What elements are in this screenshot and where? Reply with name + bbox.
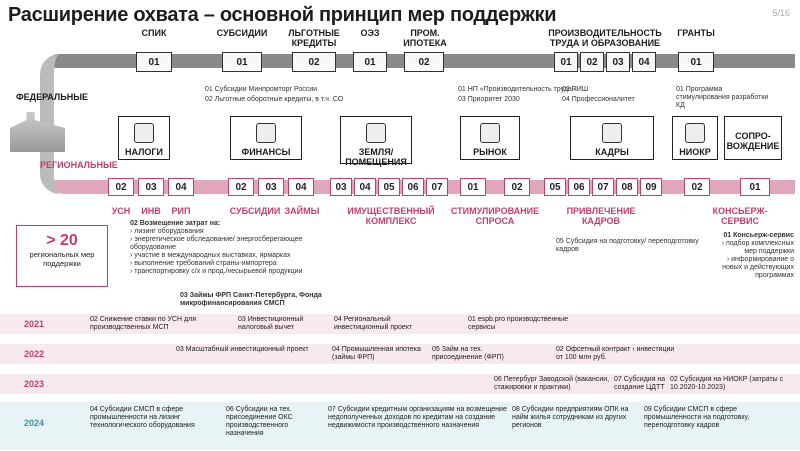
category-support: СОПРО- ВОЖДЕНИЕ (724, 116, 782, 160)
reg-code: 06 (568, 178, 590, 196)
fed-code: 02 (404, 52, 444, 72)
people-icon (602, 123, 622, 143)
concierge-note: 01 Консьерж-сервис › подбор комплексных … (716, 232, 794, 280)
fed-note: 04 Профессионалитет (562, 96, 635, 104)
fed-note: 03 Приоритет 2030 (458, 96, 520, 104)
fed-code: 01 (222, 52, 262, 72)
reg-group-label: СТИМУЛИРОВАНИЕ СПРОСА (450, 206, 540, 226)
fed-group-label: СПИК (138, 28, 170, 38)
reg-code: 03 (138, 178, 164, 196)
fed-group-label: ПРОМ. ИПОТЕКА (400, 28, 450, 48)
fed-note: 02 ПИШ (562, 86, 588, 94)
event-2022: 02 Офсетный контракт › инвестиции от 100… (556, 346, 676, 362)
fed-code: 04 (632, 52, 656, 72)
fed-group-label: СУБСИДИИ (212, 28, 272, 38)
fed-code: 02 (292, 52, 336, 72)
reg-group-label: ИМУЩЕСТВЕННЫЙ КОМПЛЕКС (336, 206, 446, 226)
reg-code: 02 (504, 178, 530, 196)
fed-code: 01 (554, 52, 578, 72)
reg-code: 01 (460, 178, 486, 196)
gear-icon (685, 123, 705, 143)
fed-note: 01 НП «Производительность труда» (458, 86, 576, 94)
event-2021: 04 Региональный инвестиционный проект (334, 316, 444, 332)
reg-code: 06 (402, 178, 424, 196)
reg-code: 08 (616, 178, 638, 196)
event-2021: 02 Снижение ставки по УСН для производст… (90, 316, 220, 332)
federal-label: ФЕДЕРАЛЬНЫЕ (16, 92, 88, 102)
building-icon (366, 123, 386, 143)
reg-code: 05 (544, 178, 566, 196)
page-number: 5/16 (772, 8, 790, 18)
reg-group-label: СУБСИДИИ (228, 206, 282, 216)
event-2024: 06 Субсидии на тех. присоединение ОКС пр… (226, 406, 326, 438)
fed-code: 01 (678, 52, 714, 72)
year-label: 2021 (24, 319, 44, 329)
category-market: РЫНОК (460, 116, 520, 160)
event-2024: 09 Субсидии СМСП в сфере промышленности … (644, 406, 794, 430)
regional-count-caption: региональных мер поддержки (17, 250, 107, 268)
reg-code: 07 (592, 178, 614, 196)
reg-code: 03 (258, 178, 284, 196)
fed-code: 03 (606, 52, 630, 72)
event-2024: 08 Субсидии предприятиям ОПК на найм жил… (512, 406, 642, 430)
fed-note: 01 Субсидии Минпромторг России (205, 86, 317, 94)
event-2023: 02 Субсидия на НИОКР (затраты с 10.2020-… (670, 376, 790, 392)
event-2022: 04 Промышленная ипотека (займы ФРП) (332, 346, 432, 362)
chart-icon (480, 123, 500, 143)
reg-code: 01 (740, 178, 770, 196)
reg-group-label: ЗАЙМЫ (282, 206, 322, 216)
reg-group-label: УСН (108, 206, 134, 216)
money-icon (256, 123, 276, 143)
category-staff: КАДРЫ (570, 116, 654, 160)
event-2021: 03 Инвестиционный налоговый вычет (238, 316, 338, 332)
category-rnd: НИОКР (672, 116, 718, 160)
category-land: ЗЕМЛЯ/ ПОМЕЩЕНИЯ (340, 116, 412, 164)
reg-code: 04 (168, 178, 194, 196)
subsidy-note: 02 Возмещение затрат на: › лизинг оборуд… (130, 220, 330, 276)
fed-note: 01 Программа стимулирования разработки К… (676, 86, 776, 110)
year-label: 2022 (24, 349, 44, 359)
reg-code: 03 (330, 178, 352, 196)
regional-label: РЕГИОНАЛЬНЫЕ (40, 160, 118, 170)
event-2024: 07 Субсидии кредитным организациям на во… (328, 406, 508, 430)
fed-group-label: ПРОИЗВОДИТЕЛЬНОСТЬ ТРУДА И ОБРАЗОВАНИЕ (540, 28, 670, 48)
reg-group-label: ПРИВЛЕЧЕНИЕ КАДРОВ (556, 206, 646, 226)
event-2023: 06 Петербург Заводской (вакансии, стажир… (494, 376, 614, 392)
year-label: 2023 (24, 379, 44, 389)
reg-group-label: РИП (168, 206, 194, 216)
event-2024: 04 Субсидии СМСП в сфере промышленности … (90, 406, 220, 430)
regional-count-box: > 20 региональных мер поддержки (16, 225, 108, 287)
reg-code: 04 (354, 178, 376, 196)
regional-count-value: > 20 (17, 232, 107, 250)
category-taxes: НАЛОГИ (118, 116, 170, 160)
fed-note: 02 Льготные оборотные кредиты, в т.ч. СО (205, 96, 343, 104)
fed-code: 01 (136, 52, 172, 72)
staff-note: 05 Субсидия на подготовку/ переподготовк… (556, 238, 706, 254)
event-2022: 03 Масштабный инвестиционный проект (176, 346, 326, 354)
fed-group-label: ГРАНТЫ (676, 28, 716, 38)
reg-group-label: КОНСЬЕРЖ- СЕРВИС (700, 206, 780, 226)
category-finance: ФИНАНСЫ (230, 116, 302, 160)
loans-note: 03 Займы ФРП Санкт-Петербурга, Фонда мик… (180, 292, 340, 308)
reg-code: 09 (640, 178, 662, 196)
reg-code: 02 (684, 178, 710, 196)
reg-code: 05 (378, 178, 400, 196)
reg-code: 04 (288, 178, 314, 196)
event-2023: 07 Субсидия на создание ЦДТТ (614, 376, 674, 392)
page-title: Расширение охвата – основной принцип мер… (8, 4, 556, 27)
event-2021: 01 espb.pro производственные сервисы (468, 316, 588, 332)
fed-group-label: ЛЬГОТНЫЕ КРЕДИТЫ (285, 28, 343, 48)
fed-group-label: ОЭЗ (355, 28, 385, 38)
reg-code: 02 (108, 178, 134, 196)
fed-code: 01 (353, 52, 387, 72)
reg-group-label: ИНВ (138, 206, 164, 216)
fed-code: 02 (580, 52, 604, 72)
year-label: 2024 (24, 418, 44, 428)
reg-code: 02 (228, 178, 254, 196)
event-2022: 05 Займ на тех. присоединение (ФРП) (432, 346, 532, 362)
reg-code: 07 (426, 178, 448, 196)
document-icon (134, 123, 154, 143)
